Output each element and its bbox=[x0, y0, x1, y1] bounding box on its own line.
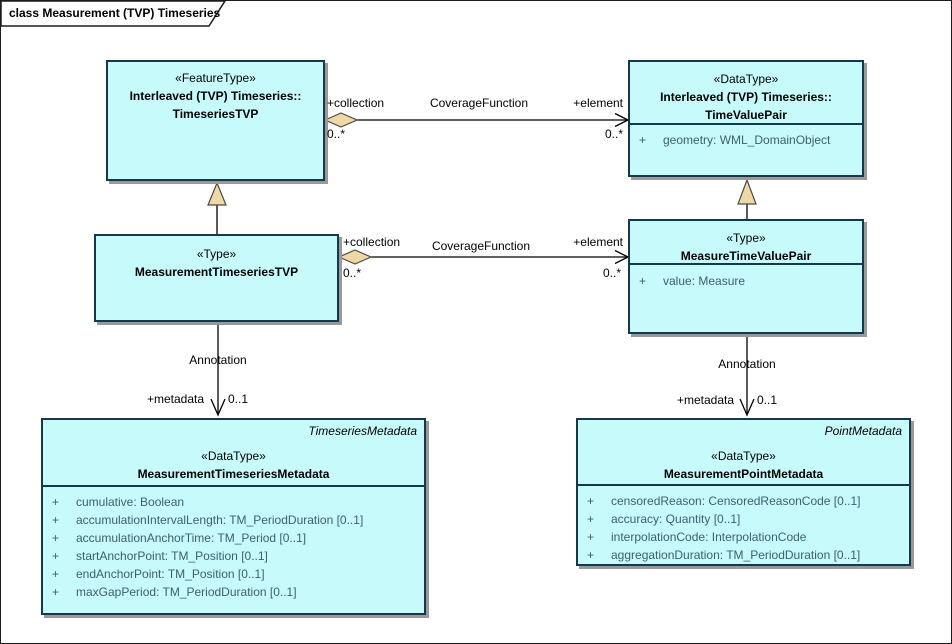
attribute-text: startAnchorPoint: TM_Position [0..1] bbox=[76, 549, 268, 563]
attribute-text: value: Measure bbox=[663, 274, 746, 288]
attribute-visibility: + bbox=[587, 530, 595, 544]
top-association-arrow-icon bbox=[614, 112, 630, 128]
attribute-row: + geometry: WML_DomainObject bbox=[630, 131, 862, 149]
parent-type-label: PointMetadata bbox=[824, 424, 902, 438]
attribute-visibility: + bbox=[52, 495, 60, 509]
attribute-text: interpolationCode: InterpolationCode bbox=[611, 530, 807, 544]
left-metadata-multiplicity-label: 0..1 bbox=[228, 392, 249, 406]
attribute-row: + accumulationIntervalLength: TM_PeriodD… bbox=[43, 511, 424, 529]
mid-target-role-label: +element bbox=[573, 235, 623, 249]
attribute-compartment: + cumulative: Boolean + accumulationInte… bbox=[43, 487, 424, 601]
attribute-row: + accuracy: Quantity [0..1] bbox=[578, 510, 909, 528]
attribute-visibility: + bbox=[639, 133, 647, 147]
class-measure-time-value-pair[interactable]: «Type» MeasureTimeValuePair + value: Mea… bbox=[628, 219, 864, 334]
top-association-name-label: CoverageFunction bbox=[429, 96, 529, 110]
left-generalization-triangle-icon bbox=[207, 181, 227, 206]
attribute-text: endAnchorPoint: TM_Position [0..1] bbox=[76, 567, 265, 581]
class-name: MeasureTimeValuePair bbox=[680, 249, 812, 263]
attribute-text: censoredReason: CensoredReasonCode [0..1… bbox=[611, 494, 861, 508]
attribute-row: + value: Measure bbox=[630, 272, 862, 290]
attribute-row: + maxGapPeriod: TM_PeriodDuration [0..1] bbox=[43, 583, 424, 601]
class-measurement-timeseries-metadata[interactable]: TimeseriesMetadata «DataType» Measuremen… bbox=[41, 418, 426, 615]
attribute-visibility: + bbox=[52, 567, 60, 581]
attribute-visibility: + bbox=[639, 274, 647, 288]
attribute-row: + endAnchorPoint: TM_Position [0..1] bbox=[43, 565, 424, 583]
attribute-visibility: + bbox=[587, 494, 595, 508]
class-name: MeasurementTimeseriesTVP bbox=[134, 265, 299, 279]
attribute-visibility: + bbox=[52, 513, 60, 527]
top-source-multiplicity-label: 0..* bbox=[327, 127, 346, 141]
attribute-text: aggregationDuration: TM_PeriodDuration [… bbox=[611, 548, 861, 562]
top-source-role-label: +collection bbox=[327, 96, 385, 110]
stereotype-label: «DataType» bbox=[711, 449, 776, 463]
class-header: «Type» MeasureTimeValuePair bbox=[630, 221, 862, 265]
class-time-value-pair[interactable]: «DataType» Interleaved (TVP) Timeseries:… bbox=[628, 60, 864, 177]
class-measurement-timeseries-tvp[interactable]: «Type» MeasurementTimeseriesTVP bbox=[94, 234, 339, 322]
mid-target-multiplicity-label: 0..* bbox=[602, 266, 621, 280]
attribute-visibility: + bbox=[587, 548, 595, 562]
class-name: TimeseriesTVP bbox=[172, 107, 259, 121]
attribute-visibility: + bbox=[52, 531, 60, 545]
attribute-row: + accumulationAnchorTime: TM_Period [0..… bbox=[43, 529, 424, 547]
attribute-row: + startAnchorPoint: TM_Position [0..1] bbox=[43, 547, 424, 565]
mid-aggregation-diamond-icon bbox=[337, 249, 373, 265]
right-annotation-name-label: Annotation bbox=[718, 357, 776, 371]
stereotype-label: «DataType» bbox=[201, 449, 266, 463]
right-annotation-arrow-icon bbox=[739, 398, 755, 417]
diagram-title: class Measurement (TVP) Timeseries bbox=[9, 6, 221, 20]
attribute-compartment: + geometry: WML_DomainObject bbox=[630, 125, 862, 149]
attribute-compartment: + value: Measure bbox=[630, 265, 862, 290]
class-name: MeasurementPointMetadata bbox=[663, 467, 824, 481]
attribute-row: + aggregationDuration: TM_PeriodDuration… bbox=[578, 546, 909, 564]
class-measurement-point-metadata[interactable]: PointMetadata «DataType» MeasurementPoin… bbox=[576, 418, 911, 566]
attribute-row: + censoredReason: CensoredReasonCode [0.… bbox=[578, 492, 909, 510]
attribute-visibility: + bbox=[52, 585, 60, 599]
top-target-multiplicity-label: 0..* bbox=[604, 127, 623, 141]
left-metadata-role-label: +metadata bbox=[146, 392, 204, 406]
class-name: Interleaved (TVP) Timeseries:: bbox=[660, 90, 832, 104]
right-metadata-role-label: +metadata bbox=[676, 393, 734, 407]
attribute-text: accumulationAnchorTime: TM_Period [0..1] bbox=[76, 531, 307, 545]
attribute-text: maxGapPeriod: TM_PeriodDuration [0..1] bbox=[76, 585, 297, 599]
right-generalization-triangle-icon bbox=[737, 178, 757, 205]
left-annotation-name-label: Annotation bbox=[189, 353, 247, 367]
class-header: «Type» MeasurementTimeseriesTVP bbox=[96, 236, 337, 281]
attribute-text: cumulative: Boolean bbox=[76, 495, 185, 509]
attribute-compartment: + censoredReason: CensoredReasonCode [0.… bbox=[578, 486, 909, 564]
top-aggregation-diamond-icon bbox=[323, 112, 359, 128]
class-name: MeasurementTimeseriesMetadata bbox=[137, 467, 330, 481]
attribute-visibility: + bbox=[52, 549, 60, 563]
attribute-visibility: + bbox=[587, 512, 595, 526]
class-header: «DataType» MeasurementPointMetadata bbox=[578, 420, 909, 486]
left-annotation-arrow-icon bbox=[210, 398, 226, 417]
right-metadata-multiplicity-label: 0..1 bbox=[757, 393, 778, 407]
class-header: «DataType» Interleaved (TVP) Timeseries:… bbox=[630, 62, 862, 125]
frame-tab-shape bbox=[1, 1, 226, 27]
class-header: «FeatureType» Interleaved (TVP) Timeseri… bbox=[108, 62, 323, 123]
attribute-text: accumulationIntervalLength: TM_PeriodDur… bbox=[76, 513, 364, 527]
attribute-row: + cumulative: Boolean bbox=[43, 493, 424, 511]
mid-source-multiplicity-label: 0..* bbox=[343, 266, 362, 280]
attribute-row: + interpolationCode: InterpolationCode bbox=[578, 528, 909, 546]
class-name: TimeValuePair bbox=[705, 108, 787, 122]
diagram-frame-tab bbox=[1, 1, 226, 27]
parent-type-label: TimeseriesMetadata bbox=[308, 424, 417, 438]
stereotype-label: «DataType» bbox=[713, 72, 779, 86]
mid-association-arrow-icon bbox=[614, 249, 630, 265]
mid-association-name-label: CoverageFunction bbox=[431, 239, 531, 253]
top-target-role-label: +element bbox=[573, 96, 623, 110]
stereotype-label: «Type» bbox=[196, 247, 237, 261]
class-header: «DataType» MeasurementTimeseriesMetadata bbox=[43, 420, 424, 487]
mid-source-role-label: +collection bbox=[343, 235, 401, 249]
stereotype-label: «Type» bbox=[726, 231, 766, 245]
class-timeseries-tvp[interactable]: «FeatureType» Interleaved (TVP) Timeseri… bbox=[106, 60, 325, 181]
attribute-text: geometry: WML_DomainObject bbox=[663, 133, 831, 147]
attribute-text: accuracy: Quantity [0..1] bbox=[611, 512, 741, 526]
stereotype-label: «FeatureType» bbox=[175, 71, 256, 85]
class-name: Interleaved (TVP) Timeseries:: bbox=[129, 89, 302, 103]
